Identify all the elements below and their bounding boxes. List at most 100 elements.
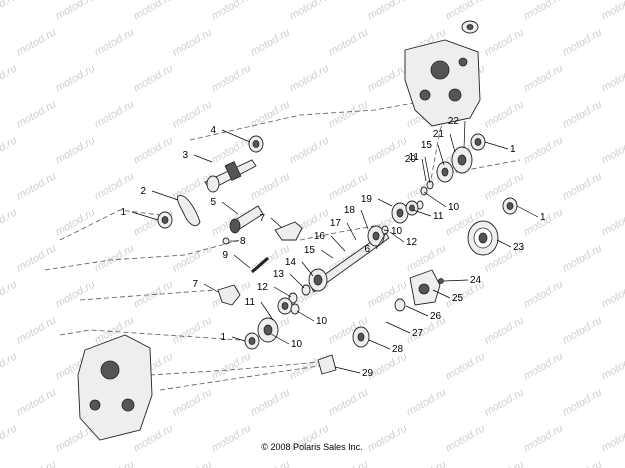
watermark-text: motod.ru [600,62,625,94]
watermark-text: motod.ru [54,206,98,238]
callout-7: 7 [192,279,198,290]
callout-11: 11 [245,297,256,308]
callout-leader-1 [131,211,159,221]
callout-leader-2 [151,190,179,201]
watermark-text: motod.ru [522,422,566,454]
watermark-text: motod.ru [210,62,254,94]
bearing-11-right [405,200,419,216]
callout-leader-15 [437,144,445,166]
washer-20 [426,180,434,190]
watermark-text: motod.ru [93,98,137,130]
watermark-text: motod.ru [288,134,332,166]
callout-leader-10 [383,229,390,232]
shift-fork-lower [217,284,241,306]
watermark-text: motod.ru [0,0,19,23]
watermark-text: motod.ru [132,62,176,94]
watermark-text: motod.ru [249,458,293,468]
input-shaft [204,159,257,193]
watermark-text: motod.ru [405,458,449,468]
watermark-text: motod.ru [0,350,19,382]
watermark-text: motod.ru [600,134,625,166]
callout-10: 10 [291,339,303,350]
watermark-text: motod.ru [327,98,371,130]
watermark-text: motod.ru [561,314,605,346]
callout-5: 5 [210,197,216,208]
callout-11: 11 [433,211,444,222]
oil-seal-29 [317,354,337,375]
watermark-text: motod.ru [327,458,371,468]
callout-13: 13 [273,269,285,280]
callout-leader-16 [330,235,346,252]
callout-leader-25 [432,289,451,299]
callout-leader-10 [423,191,447,208]
callout-leader-15 [320,249,334,259]
watermark-text: motod.ru [522,278,566,310]
gear-lower [257,317,279,343]
watermark-text: motod.ru [54,0,98,23]
watermark-text: motod.ru [210,134,254,166]
callout-leader-18 [360,209,369,230]
watermark-text: motod.ru [15,458,59,468]
watermark-text: motod.ru [366,134,410,166]
watermark-text: motod.ru [483,170,527,202]
watermark-text: motod.ru [483,314,527,346]
shift-rod [251,256,269,274]
watermark-text: motod.ru [327,386,371,418]
watermark-text: motod.ru [0,134,19,166]
watermark-text: motod.ru [0,62,19,94]
watermark-text: motod.ru [0,278,19,310]
watermark-text: motod.ru [600,350,625,382]
callout-leader-17 [346,222,357,241]
pin [222,237,230,245]
bearing-1-right [502,197,518,215]
callout-leader-22 [463,120,466,149]
callout-leader-26 [405,305,429,317]
callout-leader-1 [231,336,246,342]
callout-leader-10 [296,310,315,322]
watermark-text: motod.ru [561,458,605,468]
shift-drum [229,205,264,234]
callout-leader-12 [389,231,405,243]
callout-21: 21 [433,129,445,140]
watermark-text: motod.ru [171,386,215,418]
watermark-text: motod.ru [249,386,293,418]
callout-12: 12 [406,237,418,248]
watermark-text: motod.ru [327,26,371,58]
callout-leader-23 [496,239,512,248]
watermark-text: motod.ru [210,422,254,454]
washer-13 [301,284,311,296]
watermark-text: motod.ru [0,206,19,238]
watermark-text: motod.ru [483,386,527,418]
watermark-text: motod.ru [600,0,625,23]
bearing-1-left [157,211,173,229]
callout-1: 1 [220,332,226,343]
watermark-text: motod.ru [249,98,293,130]
bearing-1-right-upper [470,133,486,151]
watermark-text: motod.ru [93,170,137,202]
gear-15-upper [436,161,454,183]
callout-leader-9 [233,254,251,269]
callout-27: 27 [412,328,424,339]
watermark-text: motod.ru [249,170,293,202]
watermark-text: motod.ru [249,26,293,58]
watermark-text: motod.ru [561,242,605,274]
watermark-text: motod.ru [210,0,254,23]
callout-layer: 1111234567789101010101111111212131415151… [120,116,546,379]
watermark-text: motod.ru [15,386,59,418]
callout-leader-4 [221,129,251,143]
watermark-text: motod.ru [171,314,215,346]
callout-28: 28 [392,344,404,355]
gear-19 [391,202,409,224]
washer-12 [288,292,298,304]
shift-fork-upper [274,221,303,241]
watermark-text: motod.ru [288,0,332,23]
callout-15: 15 [421,140,433,151]
watermark-text: motod.ru [561,26,605,58]
washer-10-lower [290,303,300,315]
callout-leader-27 [385,321,411,334]
callout-11: 11 [409,152,420,163]
watermark-text: motod.ru [93,26,137,58]
callout-leader-13 [289,273,305,289]
watermark-text: motod.ru [561,170,605,202]
